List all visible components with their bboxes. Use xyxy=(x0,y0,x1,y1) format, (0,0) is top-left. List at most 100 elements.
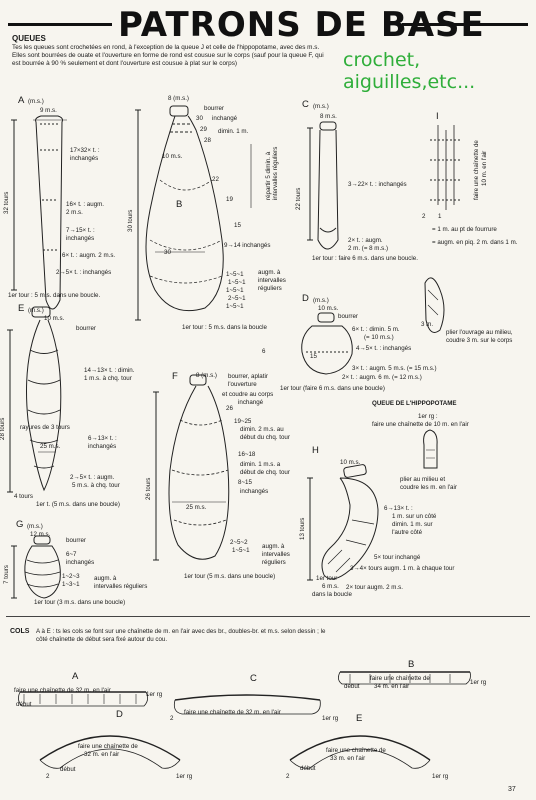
tail-f-aug2: intervalles xyxy=(262,551,290,558)
tail-i-drawing xyxy=(425,125,462,332)
tail-e-l5: 2→5× t. : augm. xyxy=(70,474,115,481)
tail-a-bottom: 1er tour : 5 m.s. dans une boucle. xyxy=(8,292,101,299)
collar-e-letter: E xyxy=(356,713,363,724)
collar-a-letter: A xyxy=(72,671,79,682)
tail-a-side: 32 tours xyxy=(3,191,10,214)
tail-i-leg1: = 1 m. au pt de fourrure xyxy=(432,226,497,233)
collar-d-2: 2 xyxy=(46,773,50,780)
tail-i-fold1: plier l'ouvrage au milieu, xyxy=(446,329,513,336)
watermark-line-1: crochet, xyxy=(343,49,421,71)
collar-a-rg: 1er rg xyxy=(146,691,163,698)
hippo-l1: 1er rg : xyxy=(418,413,438,420)
tail-d-l3: 4→5× t. : inchangés xyxy=(356,345,412,352)
tail-h-l9: dans la boucle xyxy=(312,591,352,598)
tail-h-l8: 6 m.s. xyxy=(322,583,339,590)
tail-f-seq2: 1~5~1 xyxy=(232,547,250,554)
tail-f-l2: l'ouverture xyxy=(228,381,257,388)
tail-g-top: 12 m.s. xyxy=(30,531,51,538)
tail-b-30b: 30 xyxy=(164,249,171,256)
tail-a-top: 9 m.s. xyxy=(40,107,57,114)
tail-g-seq1: 1~2~3 xyxy=(62,573,80,580)
tail-a-l1: 17×32× t. : xyxy=(70,147,100,154)
tail-h-l1: 6→13× t. : xyxy=(384,505,413,512)
tail-c-letter: C xyxy=(302,99,309,110)
tail-g-aug2: intervalles réguliers xyxy=(94,583,148,590)
hippo-l2: faire une chaînette de 10 m. en l'air xyxy=(372,421,469,428)
collar-b-letter: B xyxy=(408,659,415,670)
tail-b-19: 19 xyxy=(226,196,233,203)
tail-d-bourrer: bourrer xyxy=(338,313,358,320)
tail-e-rayures: rayures de 3 tours xyxy=(20,424,70,431)
tail-g-letter: G xyxy=(16,519,24,530)
tail-d-15: 15 xyxy=(310,353,317,360)
tail-d-ms: (m.s.) xyxy=(313,297,329,304)
tail-f-l1: bourrer, aplatir xyxy=(228,373,268,380)
tail-e-l6: 5 m.s. à chq. tour xyxy=(72,482,120,489)
tail-d-l5: 2× t. : augm. 6 m. (= 12 m.s.) xyxy=(342,374,422,381)
page-number: 37 xyxy=(508,786,516,793)
tail-f-inch: inchangés xyxy=(240,488,269,495)
tail-b-seq2: 1~5~1 xyxy=(228,279,246,286)
collar-d-l2: 32 m. en l'air xyxy=(84,751,120,758)
hippo-l4: coudre les m. en l'air xyxy=(400,484,457,491)
tail-e-ms: (m.s.) xyxy=(28,307,44,314)
tail-a-l7: 6× t. : augm. 2 m.s. xyxy=(62,252,116,259)
tail-e-l1: 14→13× t. : dimin. xyxy=(84,367,135,374)
tail-h-l2: 1 m. sur un côté xyxy=(392,513,437,520)
tail-h-l6: 3→4× tours augm. 1 m. à chaque tour xyxy=(350,565,455,572)
tail-h-top: 10 m.s. xyxy=(340,459,361,466)
tail-i-letter: I xyxy=(436,111,439,122)
tail-f-dimin4: début de chq. tour xyxy=(240,469,290,476)
tail-b-side: 30 tours xyxy=(127,209,134,232)
tail-b-10: 10 m.s. xyxy=(162,153,183,160)
tail-f-letter: F xyxy=(172,371,178,382)
tail-b-30: 30 xyxy=(196,115,203,122)
collar-d-l1: faire une chaînette de xyxy=(78,743,138,750)
tail-b-seq3: 1~5~1 xyxy=(226,287,244,294)
tail-d-l4: 3× t. : augm. 5 m.s. (= 15 m.s.) xyxy=(352,365,437,372)
tail-f-ms: 8 (m.s.) xyxy=(196,372,217,379)
hippo-l3: plier au milieu et xyxy=(400,476,446,483)
tail-c-ms: (m.s.) xyxy=(313,103,329,110)
tail-f-l4: inchangé xyxy=(238,399,264,406)
tail-d-bottom: 1er tour (faire 6 m.s. dans une boucle) xyxy=(280,385,385,392)
tail-b-repartir: répartir 5 dimin. à intervalles régulier… xyxy=(265,146,279,200)
tail-c-side: 22 tours xyxy=(295,187,302,210)
tail-b-ms: 8 (m.s.) xyxy=(168,95,189,102)
tail-f-drawing xyxy=(153,375,229,560)
tail-i-3m: 3 m. xyxy=(421,321,434,328)
tail-a-l2: inchangés xyxy=(70,155,99,162)
tail-a-drawing xyxy=(11,116,67,309)
collar-c-letter: C xyxy=(250,673,257,684)
tail-f-dimin2: début du chq. tour xyxy=(240,434,290,441)
tail-c-bottom: 1er tour : faire 6 m.s. dans une boucle. xyxy=(312,255,418,262)
tail-h-l10: 2× tour augm. 2 m.s. xyxy=(346,584,403,591)
tail-b-mid: 9→14 inchangés xyxy=(224,242,271,249)
tail-h-l7: 1er tour xyxy=(316,575,338,582)
tail-a-ms: (m.s.) xyxy=(28,98,44,105)
tail-a-l5: 7→15× t. : xyxy=(66,227,95,234)
tail-h-letter: H xyxy=(312,445,319,456)
collar-d-debut: début xyxy=(60,766,76,773)
tail-i-l1: faire une chaînette de xyxy=(473,140,480,200)
tail-f-aug3: réguliers xyxy=(262,559,286,566)
tail-b-aug3: réguliers xyxy=(258,285,282,292)
tail-b-letter: B xyxy=(176,199,183,210)
section-separator xyxy=(6,616,530,617)
tail-e-l2: 1 m.s. à chq. tour xyxy=(84,375,132,382)
tail-f-16: 16~18 xyxy=(238,451,256,458)
tail-b-28: 28 xyxy=(204,137,211,144)
tail-d-letter: D xyxy=(302,293,309,304)
tail-a-l3: 16× t. : augm. xyxy=(66,201,105,208)
collar-b-rg: 1er rg xyxy=(470,679,487,686)
tail-b-drawing xyxy=(135,106,251,320)
title-rule-left xyxy=(8,23,112,26)
tail-d-l1: 6× t. : dimin. 5 m. xyxy=(352,326,400,333)
tail-e-drawing xyxy=(7,307,61,492)
cols-heading: COLS xyxy=(10,628,30,635)
tail-e-bourrer: bourrer xyxy=(76,325,96,332)
queues-intro: Tes les queues sont crochetées en rond, … xyxy=(12,44,324,67)
tail-c-top: 8 m.s. xyxy=(320,113,337,120)
tail-hippo-drawing xyxy=(424,430,438,468)
